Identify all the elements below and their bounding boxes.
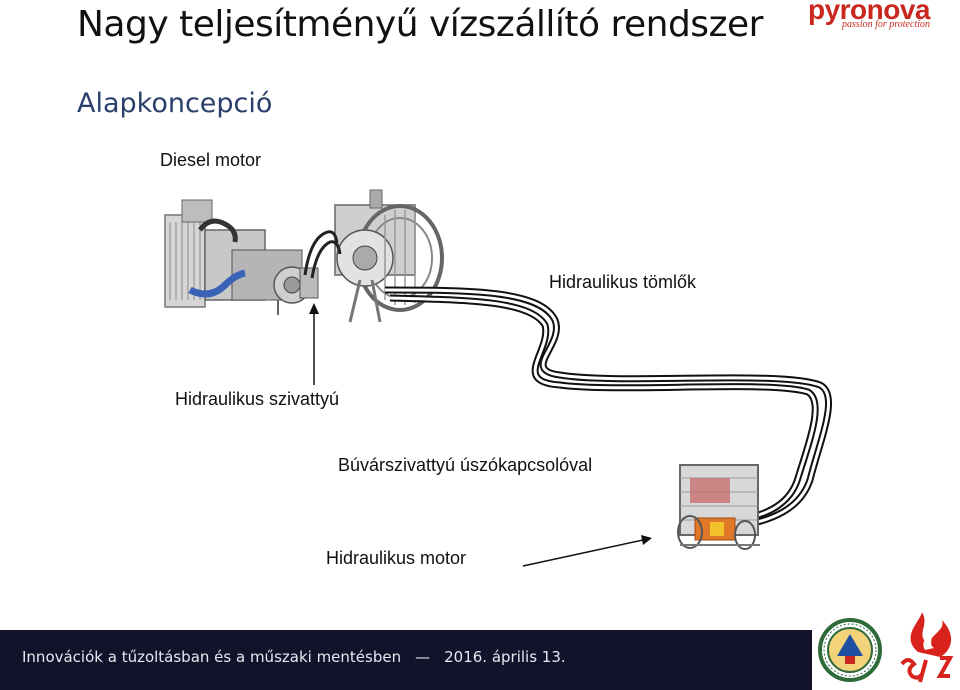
pump-pointer-arrow xyxy=(309,303,319,385)
footer-bar: Innovációk a tűzoltásban és a műszaki me… xyxy=(0,630,812,690)
pyronova-logo: pyronova passion for protection xyxy=(800,0,960,30)
footer-event-name: Innovációk a tűzoltásban és a műszaki me… xyxy=(22,648,402,666)
footer-date: 2016. április 13. xyxy=(444,648,566,666)
slide-title: Nagy teljesítményű vízszállító rendszer xyxy=(77,4,763,45)
hydraulic-motor-label: Hidraulikus motor xyxy=(326,548,467,568)
hydraulic-hoses-label: Hidraulikus tömlők xyxy=(549,272,697,292)
hydraulic-hose-lines xyxy=(384,286,832,529)
footer-text: Innovációk a tűzoltásban és a műszaki me… xyxy=(22,648,566,666)
hydraulic-pump-label: Hidraulikus szivattyú xyxy=(175,389,340,409)
logo-tagline: passion for protection xyxy=(842,19,930,30)
submersible-pump-illustration xyxy=(677,464,760,550)
submersible-pump-label: Búvárszivattyú úszókapcsolóval xyxy=(338,455,593,475)
seal-logo-icon xyxy=(818,618,882,682)
szvsz-fire-logo-icon xyxy=(900,612,954,683)
logo-name: pyronova xyxy=(807,0,931,25)
hose-reel-illustration xyxy=(334,189,444,323)
diesel-motor-label: Diesel motor xyxy=(160,150,262,170)
slide-subtitle: Alapkoncepció xyxy=(77,88,273,119)
motor-pointer-arrow xyxy=(522,535,652,567)
system-diagram xyxy=(164,189,832,567)
diesel-engine-illustration xyxy=(164,199,319,315)
